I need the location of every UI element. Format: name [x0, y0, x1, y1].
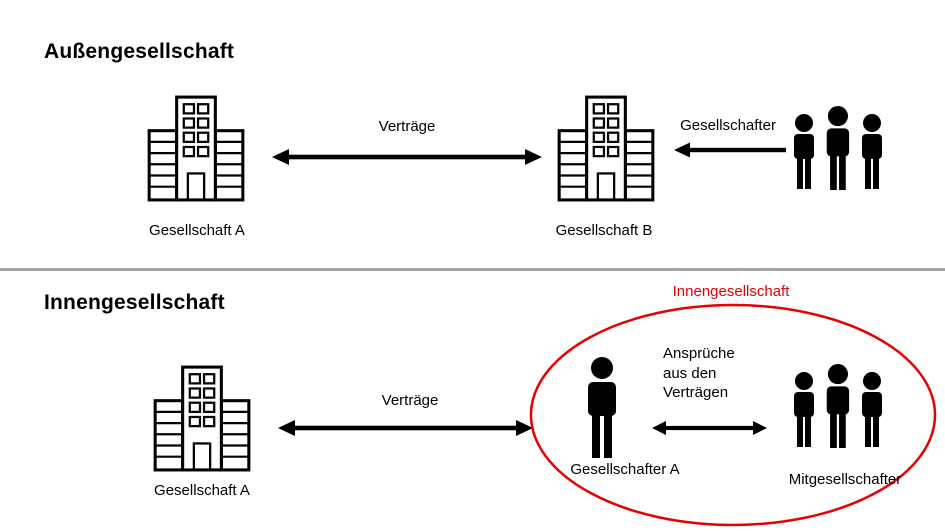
person-icon: [579, 356, 625, 458]
left-arrow-icon: [674, 140, 786, 160]
company-a-label-bottom: Gesellschaft A: [154, 482, 250, 499]
top-section-title: Außengesellschaft: [44, 40, 235, 63]
contracts-arrow-label-bottom: Verträge: [381, 392, 439, 409]
company-b-label-top: Gesellschaft B: [555, 222, 653, 239]
people-group-icon: [788, 364, 888, 456]
red-ellipse-outline: [528, 302, 938, 528]
inner-company-boundary: [529, 303, 937, 527]
double-arrow-icon: [272, 146, 542, 168]
shareholders-arrow-label: Gesellschafter: [680, 117, 776, 134]
people-group-icon: [788, 106, 888, 198]
partner-a-label: Gesellschafter A: [570, 461, 680, 478]
co-partners-label: Mitgesellschafter: [788, 471, 902, 488]
inner-company-boundary-label: Innengesellschaft: [672, 283, 790, 300]
section-divider: [0, 268, 945, 271]
company-a-label-top: Gesellschaft A: [149, 222, 245, 239]
claims-arrow-label: Ansprüche aus den Verträgen: [663, 345, 735, 401]
building-icon: [140, 92, 252, 204]
double-arrow-icon: [652, 418, 767, 438]
bottom-section-title: Innengesellschaft: [44, 291, 225, 314]
contracts-arrow-label-top: Verträge: [378, 118, 436, 135]
double-arrow-icon: [278, 417, 533, 439]
building-icon: [146, 362, 258, 474]
building-icon: [550, 92, 662, 204]
